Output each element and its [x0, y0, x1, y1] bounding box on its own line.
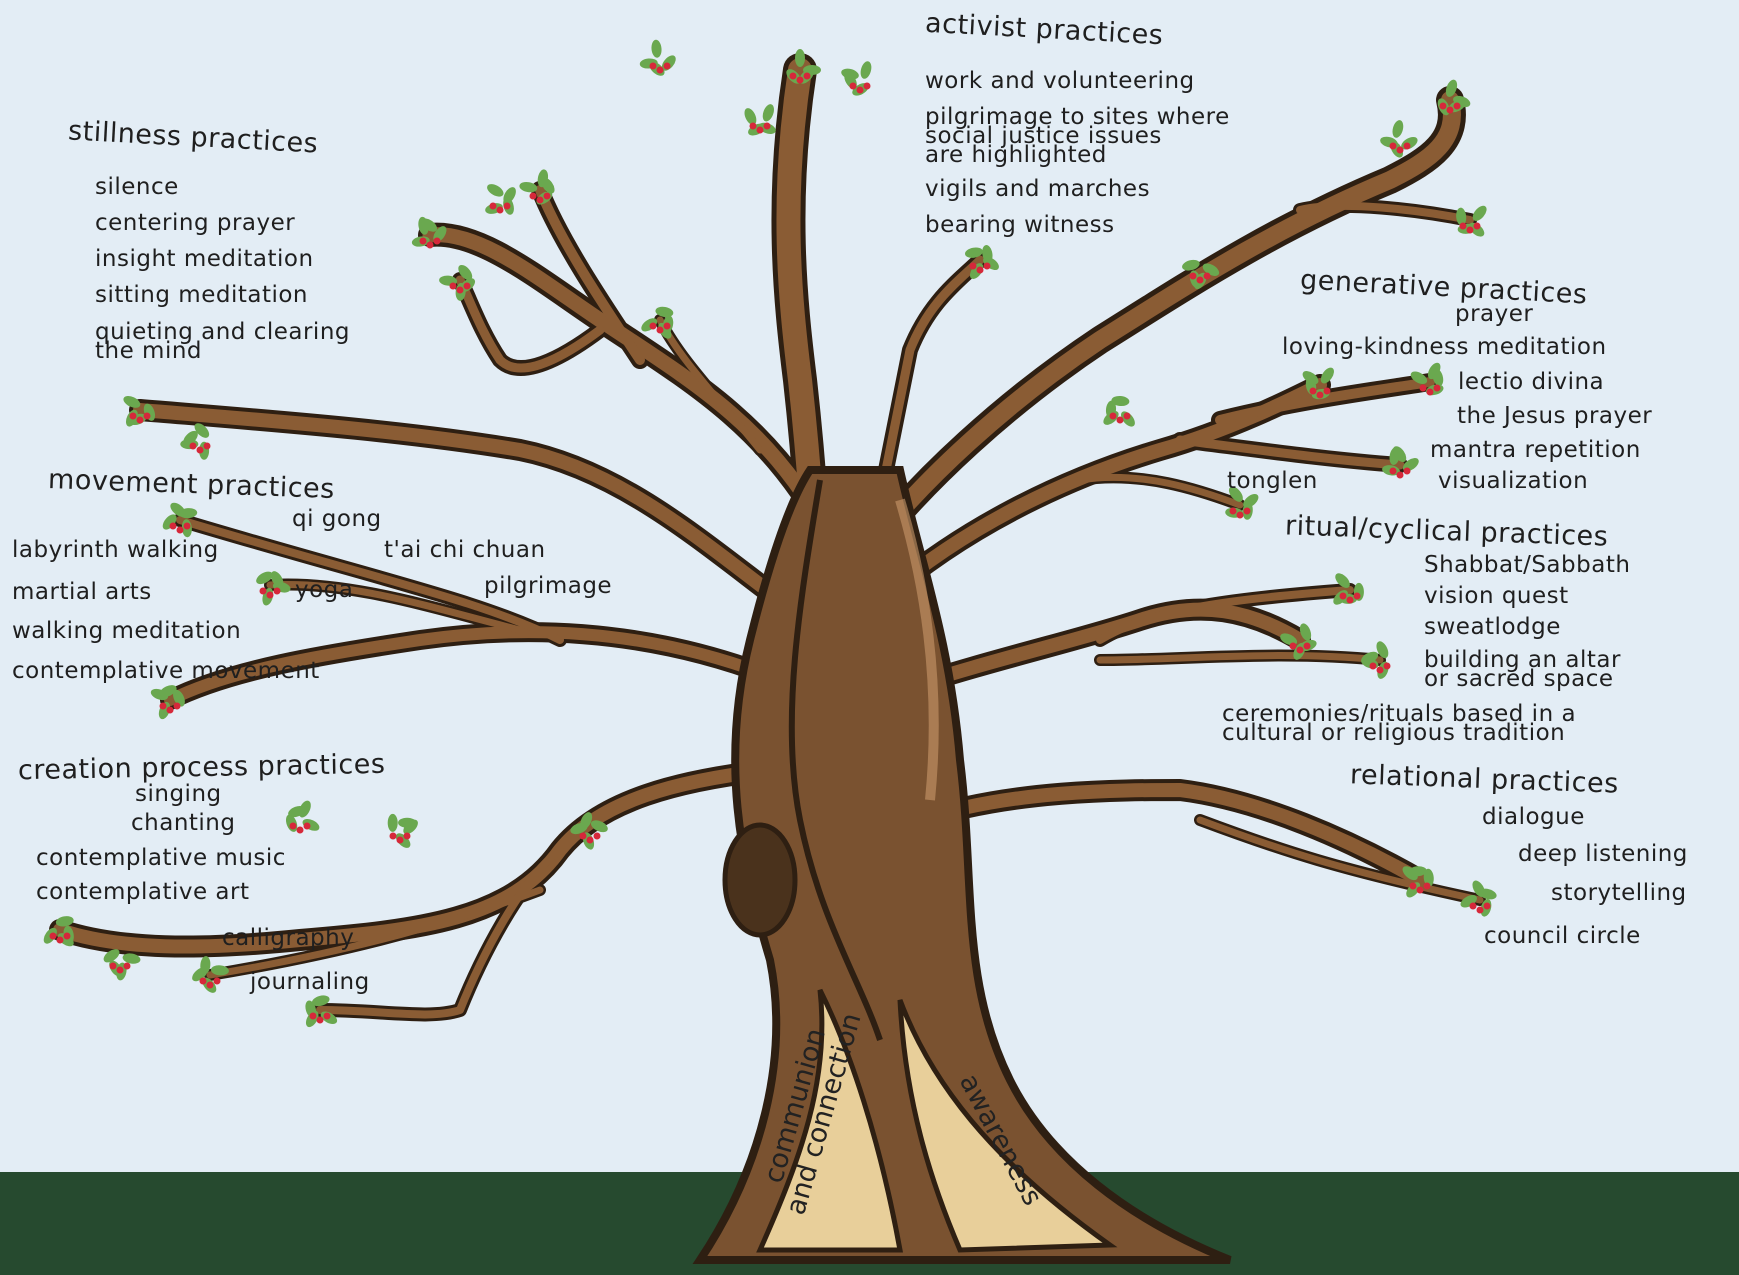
creation-item: contemplative music — [36, 845, 286, 871]
leaf-cluster — [519, 169, 555, 205]
leaves — [43, 39, 1497, 1028]
leaf-cluster — [43, 916, 74, 947]
leaf-cluster — [1460, 880, 1497, 917]
movement-item: martial arts — [12, 579, 152, 605]
creation-item: contemplative art — [36, 879, 250, 905]
stillness-item: sitting meditation — [95, 282, 309, 308]
leaf-cluster — [103, 949, 141, 981]
ritual-item: building an altar or sacred space — [1424, 647, 1621, 692]
activist-item: work and volunteering — [925, 68, 1195, 94]
leaf-cluster — [965, 245, 999, 279]
generative-item: tonglen — [1227, 468, 1318, 494]
leaf-cluster — [1225, 486, 1259, 520]
trunk — [692, 466, 1232, 1264]
movement-practices-title: movement practices — [47, 464, 336, 505]
leaf-cluster — [150, 685, 185, 720]
leaf-cluster — [1280, 623, 1317, 660]
ritual-practices-title: ritual/cyclical practices — [1284, 510, 1609, 553]
leaf-cluster — [439, 264, 476, 301]
leaf-cluster — [1402, 866, 1434, 898]
leaf-cluster — [192, 956, 229, 993]
creation-item: calligraphy — [222, 925, 355, 951]
creation-item: chanting — [131, 810, 236, 836]
leaf-cluster — [123, 395, 156, 427]
ritual-item: sweatlodge — [1424, 614, 1561, 640]
movement-item: yoga — [295, 577, 354, 603]
leaf-cluster — [1182, 259, 1220, 290]
leaf-cluster — [162, 502, 198, 538]
root-awareness — [897, 999, 1118, 1253]
relational-item: deep listening — [1518, 841, 1688, 867]
activist-item: bearing witness — [925, 212, 1115, 238]
generative-item: loving-kindness meditation — [1282, 334, 1607, 360]
stillness-item: silence — [95, 174, 179, 200]
generative-item: lectio divina — [1458, 369, 1605, 395]
activist-practices-title: activist practices — [924, 7, 1165, 52]
leaf-cluster — [485, 184, 516, 215]
leaf-cluster — [305, 995, 338, 1028]
generative-item: the Jesus prayer — [1457, 403, 1653, 429]
leaf-cluster — [180, 423, 211, 460]
movement-item: walking meditation — [12, 618, 242, 644]
stillness-item: insight meditation — [95, 246, 314, 272]
leaf-cluster — [1333, 573, 1364, 605]
stillness-item: quieting and clearing the mind — [95, 319, 350, 364]
root-communion — [756, 988, 903, 1253]
branches — [49, 53, 1486, 1022]
leaf-cluster — [570, 812, 608, 850]
stillness-item: centering prayer — [95, 210, 296, 236]
leaf-cluster — [1302, 367, 1334, 400]
creation-practices-title: creation process practices — [17, 748, 386, 787]
movement-item: contemplative movement — [12, 658, 320, 684]
leaf-cluster — [1380, 120, 1418, 158]
leaf-cluster — [256, 571, 291, 606]
movement-item: labyrinth walking — [12, 537, 219, 563]
movement-item: pilgrimage — [484, 573, 613, 599]
activist-item: vigils and marches — [925, 176, 1151, 202]
leaf-cluster — [387, 813, 418, 848]
leaf-cluster — [786, 49, 821, 84]
leaf-cluster — [1410, 362, 1444, 396]
movement-item: t'ai chi chuan — [384, 537, 546, 563]
ritual-item: Shabbat/Sabbath — [1424, 552, 1631, 578]
generative-item: visualization — [1438, 468, 1589, 494]
ritual-item: ceremonies/rituals based in a cultural o… — [1222, 701, 1577, 746]
relational-item: council circle — [1484, 923, 1641, 949]
leaf-cluster — [641, 306, 674, 339]
ritual-item: vision quest — [1424, 583, 1569, 609]
leaf-cluster — [411, 216, 447, 249]
leaf-cluster — [744, 104, 776, 136]
creation-item: journaling — [250, 969, 370, 995]
generative-item: mantra repetition — [1430, 437, 1641, 463]
leaf-cluster — [1382, 446, 1419, 479]
relational-practices-title: relational practices — [1349, 759, 1620, 800]
leaf-cluster — [639, 39, 676, 76]
leaf-cluster — [285, 800, 320, 834]
relational-item: storytelling — [1551, 880, 1687, 906]
leaf-cluster — [1103, 395, 1135, 427]
leaf-cluster — [1361, 641, 1391, 679]
leaf-cluster — [1437, 79, 1471, 116]
activist-item: pilgrimage to sites where social justice… — [925, 104, 1230, 168]
movement-item: qi gong — [292, 506, 382, 532]
leaf-cluster — [1456, 205, 1487, 237]
leaf-cluster — [841, 61, 872, 96]
creation-item: singing — [135, 781, 222, 807]
generative-item: prayer — [1455, 301, 1534, 327]
relational-item: dialogue — [1482, 804, 1585, 830]
